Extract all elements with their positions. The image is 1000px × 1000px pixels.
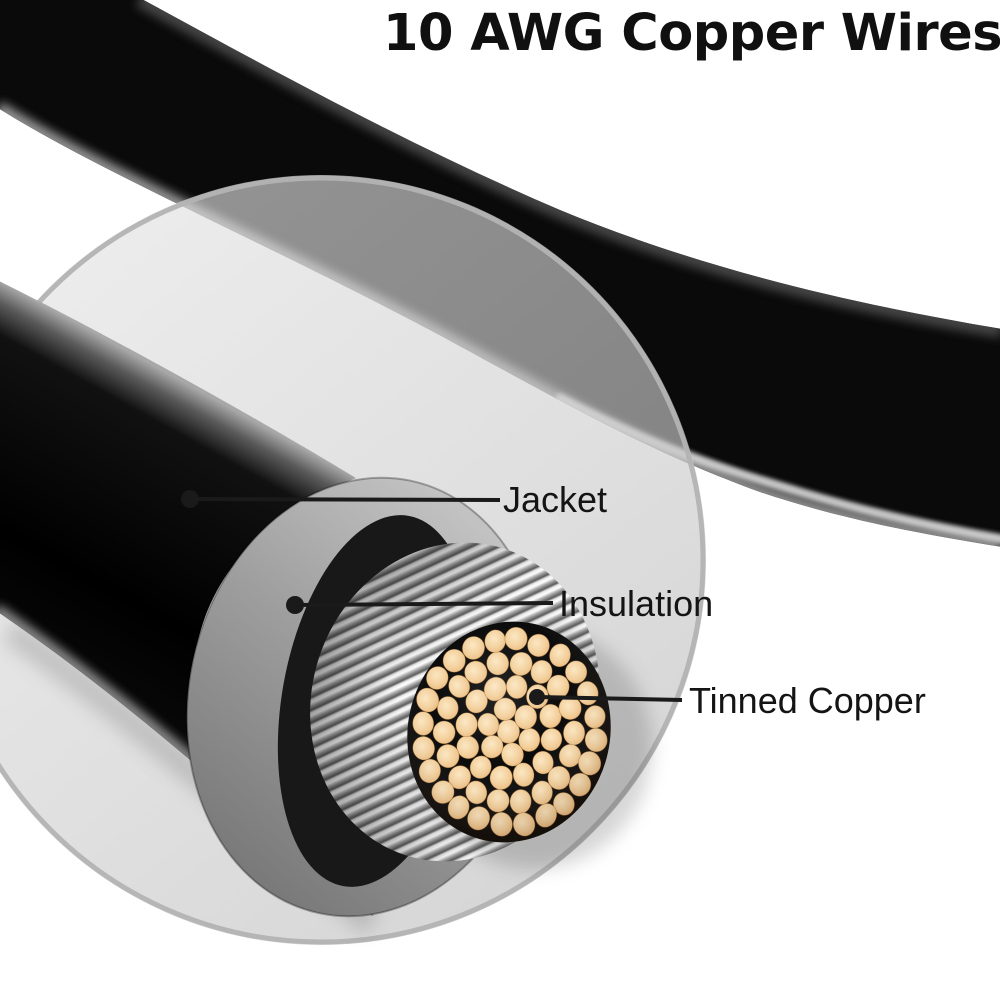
jacket-label: Jacket — [503, 479, 608, 520]
bundle-shading — [407, 621, 611, 843]
jacket-leader-line — [189, 497, 501, 502]
page-title: 10 AWG Copper Wires — [383, 4, 1000, 63]
tinned-copper-leader-line — [536, 695, 683, 702]
leader-lines — [189, 497, 683, 702]
insulation-leader-dot — [286, 596, 304, 614]
jacket-leader-dot — [181, 490, 199, 508]
leader-dots — [181, 490, 545, 705]
cut-cable — [0, 281, 652, 918]
tinned-copper-leader-dot — [529, 689, 545, 705]
insulation-leader-line — [294, 601, 554, 607]
tinned-copper-label: Tinned Copper — [689, 680, 926, 721]
jacket-body — [0, 281, 374, 916]
insulation-label: Insulation — [559, 583, 714, 624]
